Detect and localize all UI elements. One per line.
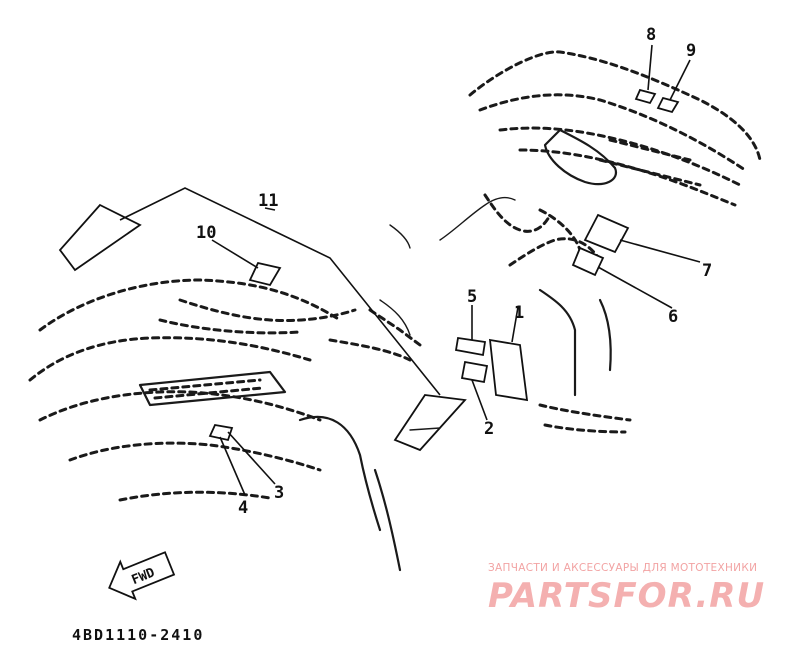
decal-3-4: [208, 423, 234, 442]
decal-6: [571, 246, 605, 277]
watermark-tagline: ЗАПЧАСТИ И АКСЕССУАРЫ ДЛЯ МОТОТЕХНИКИ: [488, 562, 758, 574]
diagram-code: 4BD1110-2410: [72, 626, 205, 644]
decal-5: [454, 336, 487, 357]
callout-4: 4: [238, 498, 248, 518]
callout-11: 11: [258, 191, 278, 211]
rear-fender-outline: [389, 50, 762, 434]
callout-3: 3: [274, 483, 284, 503]
decal-7: [583, 213, 630, 254]
decal-8: [634, 88, 657, 105]
callout-7: 7: [702, 261, 712, 281]
decal-2: [460, 360, 489, 384]
callout-6: 6: [668, 307, 678, 327]
leader-lines: [119, 44, 701, 496]
decal-9: [656, 96, 680, 114]
callout-8: 8: [646, 25, 656, 45]
decal-11-warning: [393, 394, 467, 452]
callout-9: 9: [686, 41, 696, 61]
callout-5: 5: [467, 287, 477, 307]
fwd-arrow: FWD: [108, 551, 176, 601]
callout-10: 10: [196, 223, 216, 243]
decal-large-front: [58, 203, 142, 272]
callout-2: 2: [484, 419, 494, 439]
decal-1: [488, 338, 529, 402]
front-fender-outline: [28, 278, 422, 572]
watermark-brand: PARTSFOR.RU: [488, 576, 766, 616]
callout-1: 1: [514, 303, 524, 323]
